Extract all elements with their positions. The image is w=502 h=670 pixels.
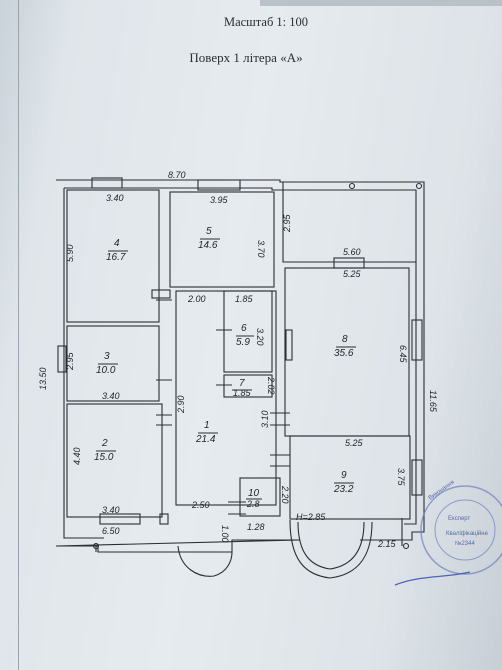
stamp-ring: Виконання xyxy=(428,480,456,502)
room-5-number: 5 xyxy=(206,226,212,237)
room-4-number: 4 xyxy=(114,238,120,249)
dim-porch-gap: 1.00 xyxy=(220,525,230,543)
room-3-number: 3 xyxy=(104,351,110,362)
dim-r2-side: 4.40 xyxy=(72,447,82,465)
dim-r2-bottom: 3.40 xyxy=(102,505,120,515)
expert-stamp: Експерт Кваліфікаційне №2344 Виконання xyxy=(394,480,502,586)
dim-r1-top: 2.00 xyxy=(187,294,206,304)
dim-h-mark: H=2.85 xyxy=(296,512,326,522)
dim-top-width: 8.70 xyxy=(168,170,186,180)
room-1-area: 21.4 xyxy=(195,434,216,445)
room-4-area: 16.7 xyxy=(106,252,126,263)
stamp-line2: Кваліфікаційне xyxy=(446,530,489,537)
room-8-number: 8 xyxy=(342,334,348,345)
dim-r8-top: 5.60 xyxy=(343,247,361,257)
dim-r1-side: 2.90 xyxy=(176,395,186,414)
dim-r10-side: 2.20 xyxy=(280,485,290,504)
room-7-outline xyxy=(223,374,273,398)
dim-r4-side: 5.90 xyxy=(65,244,75,262)
page-fold-line xyxy=(18,0,19,670)
dim-r8-side: 6.45 xyxy=(398,345,408,364)
dim-r3-bottom: 3.40 xyxy=(102,391,120,401)
scale-text: Масштаб 1: 100 xyxy=(223,15,309,29)
stamp-line1: Експерт xyxy=(448,516,470,522)
porch xyxy=(177,545,233,577)
dim-r8-top2: 5.25 xyxy=(343,269,362,279)
room-9-number: 9 xyxy=(341,470,347,481)
bay-window xyxy=(289,519,373,579)
room-1-outline xyxy=(175,290,277,506)
dim-r6-side: 3.20 xyxy=(255,328,265,346)
dim-terrace-side: 2.95 xyxy=(282,213,292,233)
dim-r5-top: 3.95 xyxy=(210,195,229,205)
room-2-outline xyxy=(66,403,163,518)
stamp-line3: №2344 xyxy=(455,540,475,547)
room-7-number: 7 xyxy=(239,378,245,389)
room-10-outline xyxy=(239,477,281,517)
dim-r1-side2: 3.10 xyxy=(260,410,270,428)
dim-right-height: 11.65 xyxy=(428,390,438,413)
dim-r5-side: 3.70 xyxy=(256,240,266,258)
dim-bottom-width: 6.50 xyxy=(102,526,120,536)
floor-title: Поверх 1 літера «А» xyxy=(189,50,303,65)
dim-r9-side: 3.75 xyxy=(396,468,406,487)
room-5-area: 14.6 xyxy=(198,240,218,251)
dim-r3-side: 2.95 xyxy=(65,351,75,371)
dim-left-height: 13.50 xyxy=(38,367,48,390)
room-8-area: 35.6 xyxy=(334,348,354,359)
dim-r1-bottom: 2.50 xyxy=(191,500,210,510)
dim-r9-top: 5.25 xyxy=(345,438,364,448)
room-6-number: 6 xyxy=(241,323,247,334)
room-9-outline xyxy=(289,435,411,520)
outer-wall xyxy=(55,179,425,553)
dim-r6-top: 1.85 xyxy=(235,294,254,304)
dim-r7-side: 2.02 xyxy=(266,376,276,395)
room-3-area: 10.0 xyxy=(96,365,116,376)
room-4-outline xyxy=(66,189,160,323)
room-6-area: 5.9 xyxy=(236,337,250,348)
dim-corner: 2.15 xyxy=(377,539,397,549)
room-10-number: 10 xyxy=(248,488,260,499)
signature xyxy=(394,571,471,586)
dim-r10-bottom: 1.28 xyxy=(247,522,265,532)
page-edge-shadow xyxy=(260,0,502,6)
room-2-area: 15.0 xyxy=(94,452,114,463)
room-3-outline xyxy=(66,325,160,402)
room-9-area: 23.2 xyxy=(333,484,354,495)
room-2-number: 2 xyxy=(101,438,108,449)
room-1-number: 1 xyxy=(204,420,210,431)
dim-r4-top: 3.40 xyxy=(106,193,124,203)
room-7-area: 1.85 xyxy=(233,388,252,398)
room-5-outline xyxy=(169,191,275,288)
room-10-area: 2.8 xyxy=(246,499,260,509)
